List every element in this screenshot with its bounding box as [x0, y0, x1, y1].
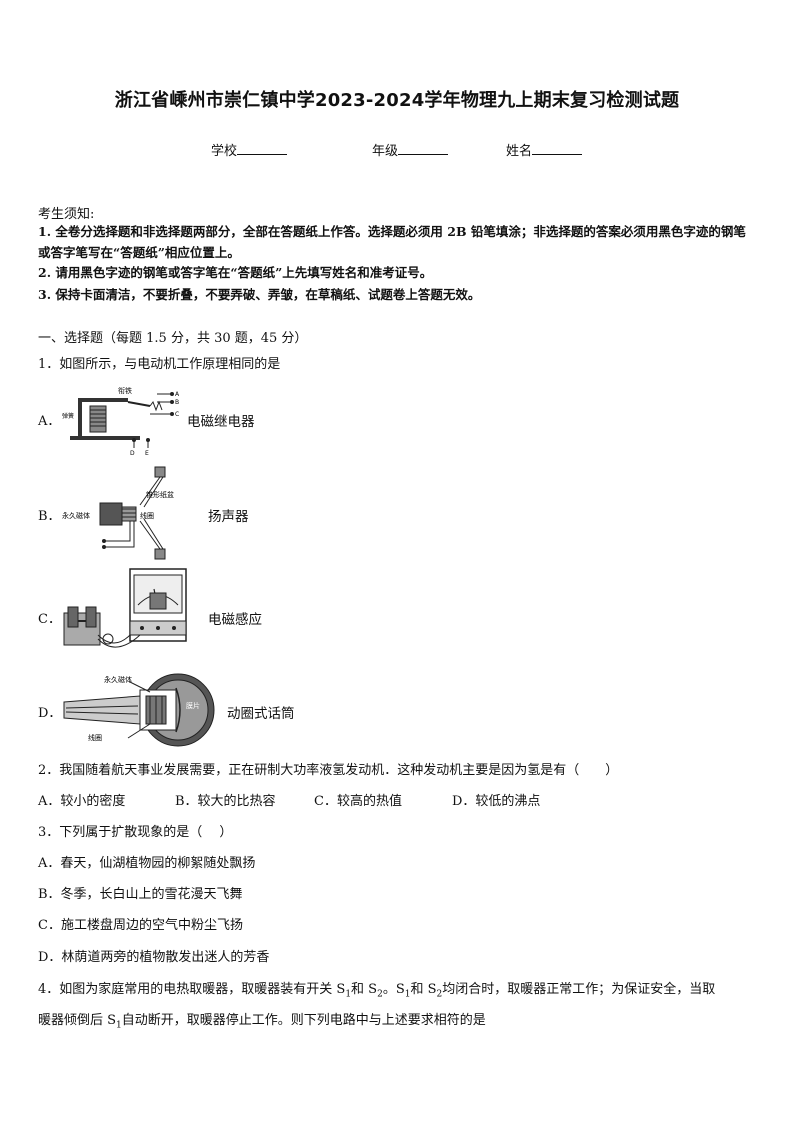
speaker-figure: 锥形纸盆 永久磁体 线圈: [62, 466, 174, 560]
school-blank[interactable]: [237, 142, 288, 155]
page-title: 浙江省嵊州市崇仁镇中学2023-2024学年物理九上期末复习检测试题: [114, 90, 680, 111]
q2-stem: 2．我国随着航天事业发展需要，正在研制大功率液氢发动机．这种发动机主要是因为氢是…: [38, 763, 619, 778]
notice-item-1: 1. 全卷分选择题和非选择题两部分，全部在答题纸上作答。选择题必须用 2B 铅笔…: [38, 224, 746, 260]
induction-figure: [63, 568, 187, 648]
grade-label: 年级: [372, 144, 399, 159]
notice-heading: 考生须知:: [38, 207, 95, 222]
relay-label-armature: 衔铁: [118, 386, 132, 395]
q3-option-d[interactable]: D．林荫道两旁的植物散发出迷人的芳香: [38, 950, 270, 965]
relay-label-spring: 弹簧: [62, 412, 74, 420]
q1-option-c-label[interactable]: C．: [38, 612, 61, 627]
speaker-label-cone: 锥形纸盆: [146, 490, 174, 499]
q3-option-b[interactable]: B．冬季，长白山上的雪花漫天飞舞: [38, 887, 243, 902]
name-label: 姓名: [506, 144, 533, 159]
q2-option-d[interactable]: D．较低的沸点: [452, 794, 541, 809]
q3-option-c[interactable]: C．施工楼盘周边的空气中粉尘飞扬: [38, 918, 243, 933]
q2-option-a[interactable]: A．较小的密度: [38, 794, 126, 809]
name-field[interactable]: 姓名: [506, 140, 583, 159]
q3-stem: 3．下列属于扩散现象的是（ ）: [38, 825, 233, 840]
section-heading: 一、选择题（每题 1.5 分，共 30 题，45 分）: [38, 331, 308, 346]
microphone-figure: 永久磁体 线圈 膜片: [63, 673, 215, 747]
q1-option-a-label[interactable]: A．: [38, 414, 61, 429]
speaker-label-magnet: 永久磁体: [62, 511, 90, 520]
q1-option-d-label[interactable]: D．: [38, 706, 62, 721]
mic-label-diaphragm: 膜片: [186, 701, 200, 710]
name-blank[interactable]: [532, 142, 583, 155]
q2-option-c[interactable]: C．较高的热值: [314, 794, 402, 809]
relay-label-e: E: [145, 450, 149, 456]
notice-item-3: 3. 保持卡面清洁，不要折叠，不要弄破、弄皱，在草稿纸、试题卷上答题无效。: [38, 287, 481, 302]
relay-label-d: D: [130, 450, 135, 456]
mic-label-magnet: 永久磁体: [104, 675, 132, 684]
speaker-label-coil: 线圈: [140, 511, 154, 520]
q1-option-b-label[interactable]: B．: [38, 509, 61, 524]
q1-option-d-caption: 动圈式话筒: [227, 706, 295, 722]
relay-label-b: B: [175, 399, 179, 406]
q1-stem: 1．如图所示，与电动机工作原理相同的是: [38, 357, 281, 372]
grade-field[interactable]: 年级: [372, 140, 449, 159]
school-label: 学校: [211, 144, 238, 159]
q1-option-c-caption: 电磁感应: [208, 612, 262, 628]
notice-item-2: 2. 请用黑色字迹的钢笔或答字笔在“答题纸”上先填写姓名和准考证号。: [38, 265, 433, 280]
relay-label-c: C: [175, 411, 179, 418]
q3-option-a[interactable]: A．春天，仙湖植物园的柳絮随处飘扬: [38, 856, 256, 871]
q2-option-b[interactable]: B．较大的比热容: [175, 794, 276, 809]
q4-stem-line2: 暖器倾倒后 S1自动断开，取暖器停止工作。则下列电路中与上述要求相符的是: [38, 1013, 486, 1031]
relay-figure: 衔铁 A B C 弹簧 D E: [62, 386, 180, 456]
relay-label-a: A: [175, 391, 180, 398]
mic-label-coil: 线圈: [88, 733, 102, 742]
q1-option-a-caption: 电磁继电器: [187, 414, 255, 430]
q1-option-b-caption: 扬声器: [208, 509, 249, 525]
school-field[interactable]: 学校: [211, 140, 288, 159]
q4-stem-line1: 4．如图为家庭常用的电热取暖器，取暖器装有开关 S1和 S2。S1和 S2均闭合…: [38, 982, 716, 1000]
grade-blank[interactable]: [398, 142, 449, 155]
